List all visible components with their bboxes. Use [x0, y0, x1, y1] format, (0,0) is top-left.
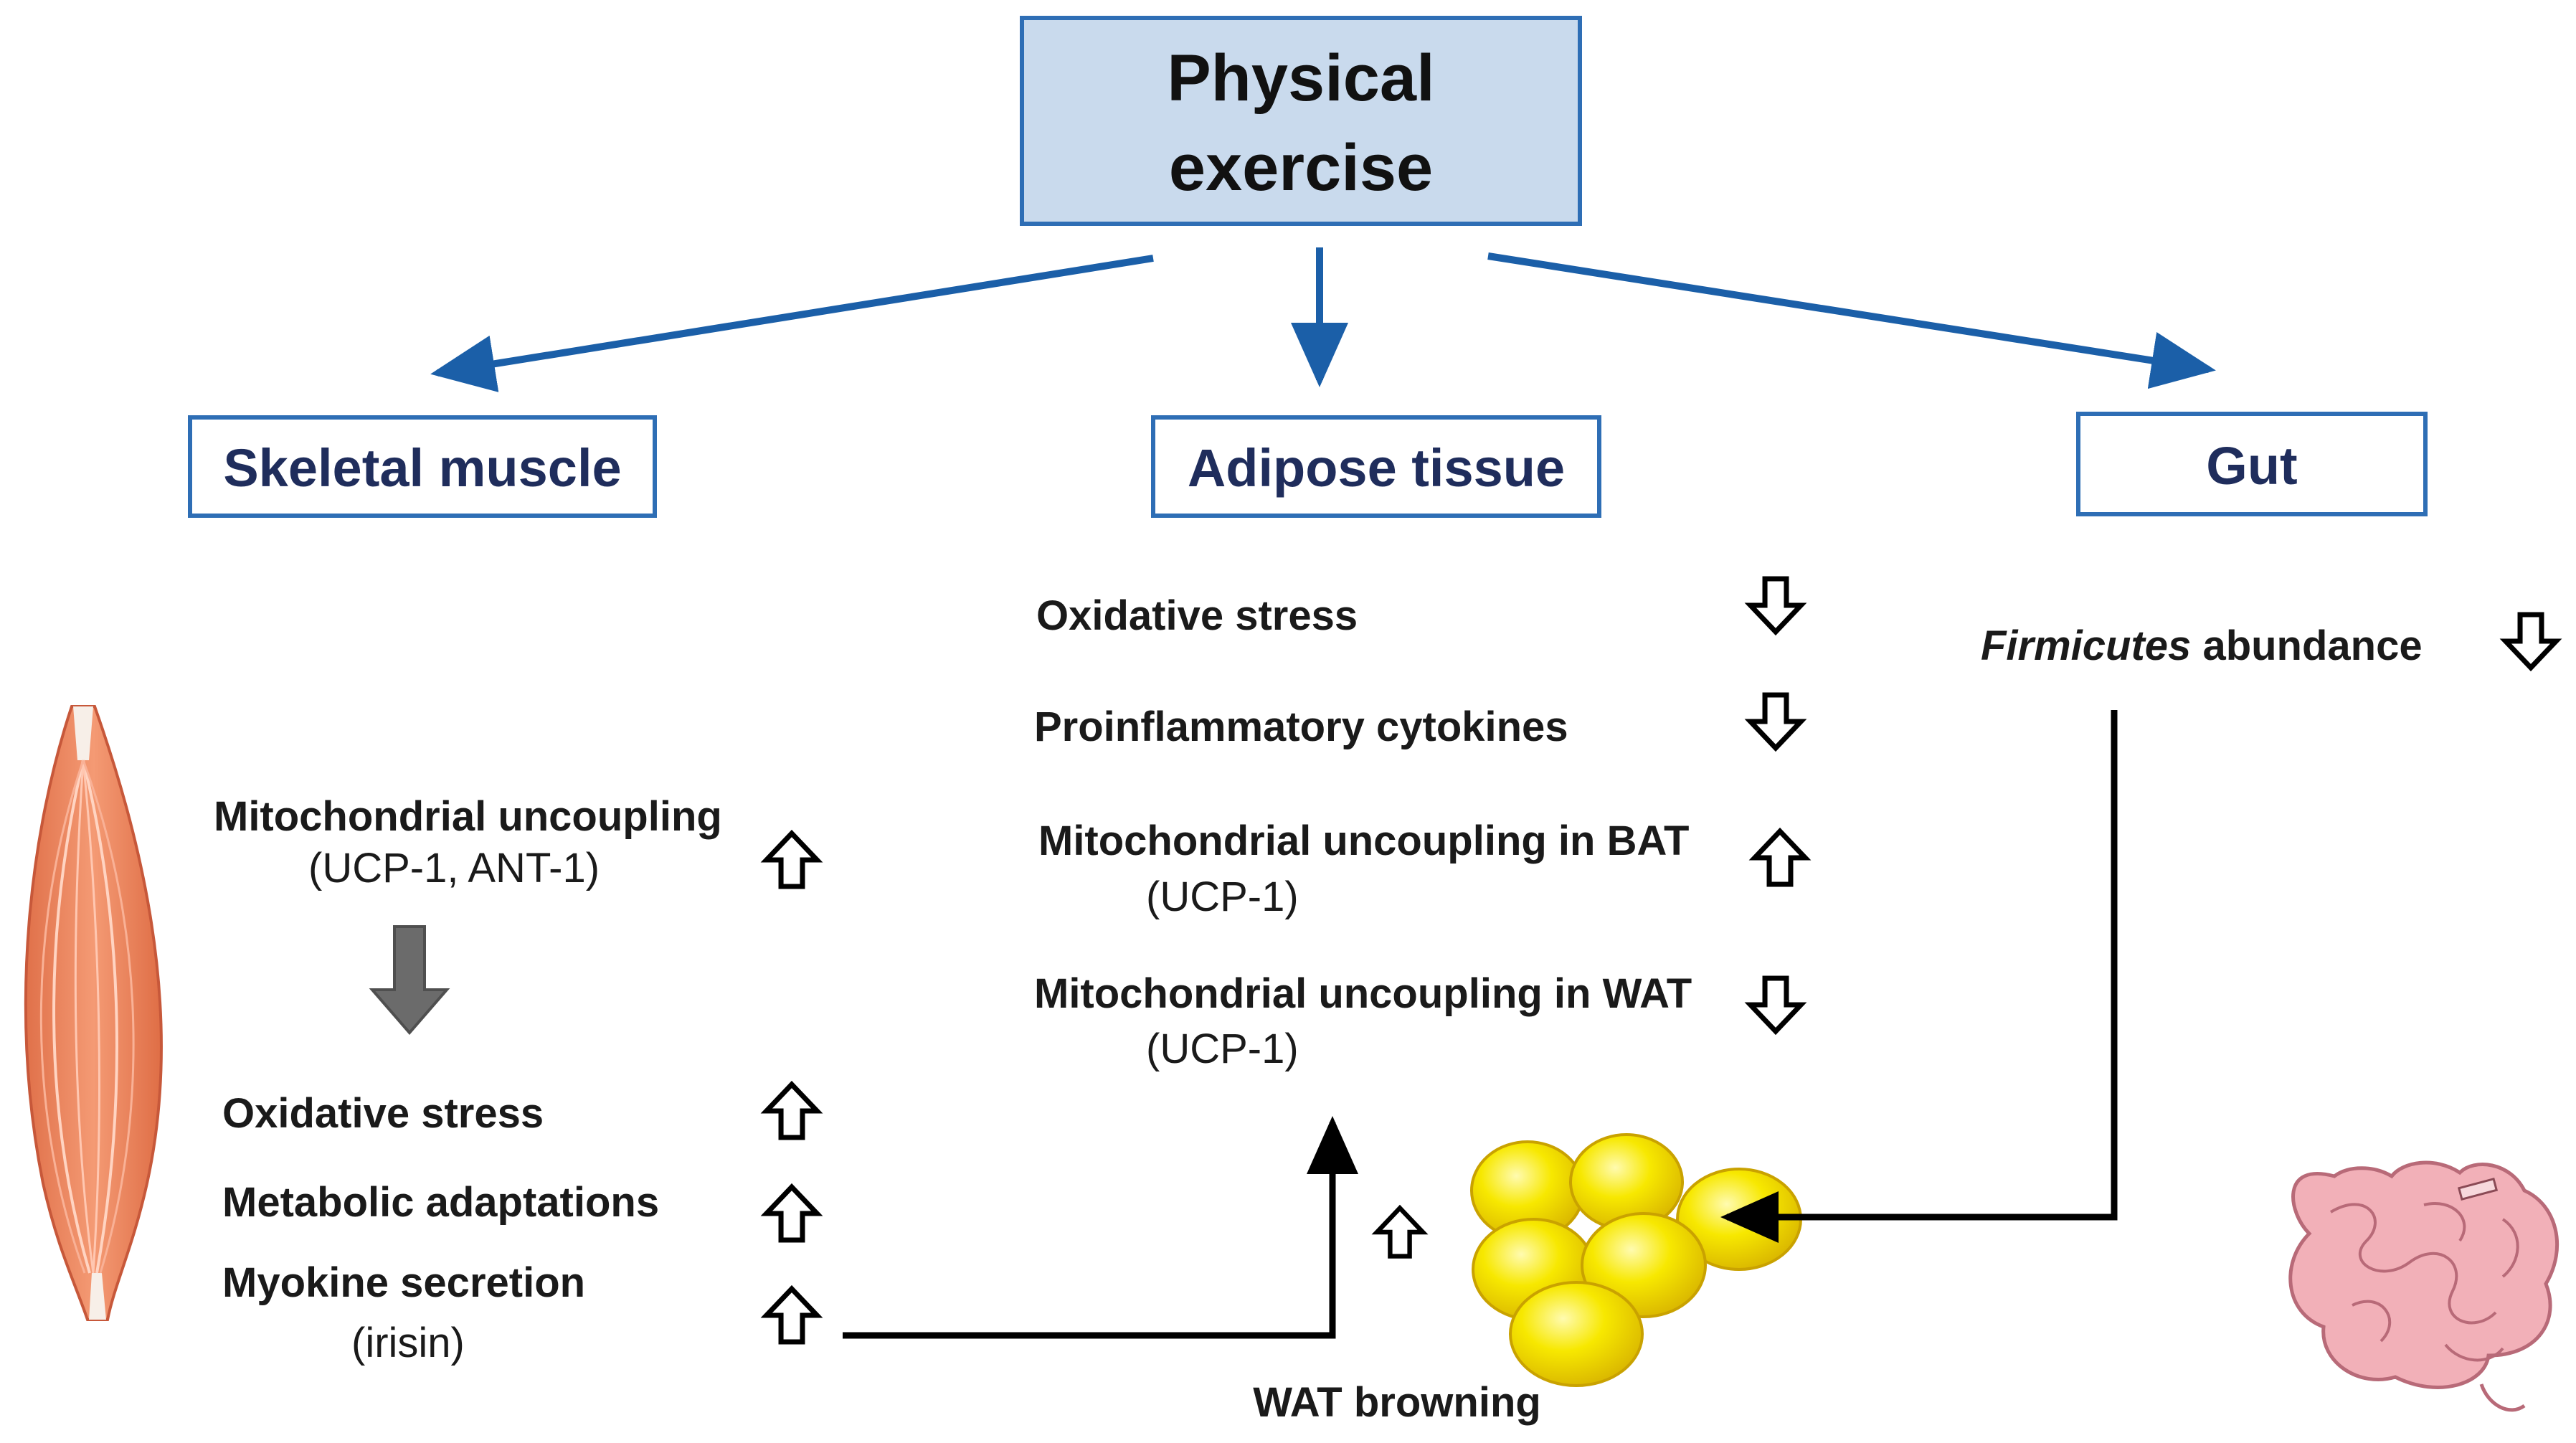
adipose-oxidative-label: Oxidative stress	[1036, 592, 1358, 639]
muscle-uncoupling-label: Mitochondrial uncoupling	[214, 793, 722, 840]
decrease-icon	[1751, 579, 1801, 632]
title-line-1: Physical	[1167, 42, 1434, 115]
muscle-uncoupling-sub: (UCP-1, ANT-1)	[308, 845, 600, 891]
decrease-icon	[2506, 615, 2556, 668]
firmicutes-label: Firmicutes abundance	[1981, 623, 2423, 669]
increase-icon	[1755, 831, 1805, 884]
bat-sub: (UCP-1)	[1146, 874, 1299, 920]
myokine-sub: (irisin)	[351, 1320, 465, 1366]
firmicutes-italic: Firmicutes	[1981, 623, 2191, 669]
leads-to-arrow-icon	[369, 925, 450, 1036]
increase-icon	[767, 833, 817, 886]
title-line-2: exercise	[1169, 131, 1433, 204]
gut-heading: Gut	[2206, 436, 2297, 496]
adipose-tissue-box: Adipose tissue	[1151, 415, 1601, 518]
gut-to-fat-arrow	[1720, 710, 2118, 1243]
fat-cells-illustration	[1470, 1133, 1802, 1387]
increase-icon	[767, 1084, 817, 1137]
firmicutes-rest: abundance	[2191, 623, 2422, 669]
intestine-illustration	[2288, 1160, 2560, 1412]
wat-sub: (UCP-1)	[1146, 1026, 1299, 1072]
irisin-to-adipose-arrow	[843, 1116, 1358, 1339]
arrow-to-muscle	[430, 255, 1154, 392]
arrow-to-gut	[1487, 252, 2216, 389]
increase-icon	[767, 1187, 817, 1240]
proinflammatory-cytokines-label: Proinflammatory cytokines	[1034, 704, 1568, 750]
decrease-icon	[1751, 695, 1801, 748]
skeletal-muscle-heading: Skeletal muscle	[223, 438, 621, 498]
wat-browning-label: WAT browning	[1253, 1379, 1541, 1426]
muscle-oxidative-label: Oxidative stress	[222, 1090, 544, 1137]
increase-icon	[767, 1289, 817, 1342]
myokine-secretion-label: Myokine secretion	[222, 1259, 585, 1306]
bat-uncoupling-label: Mitochondrial uncoupling in BAT	[1038, 818, 1689, 864]
decrease-icon	[1751, 978, 1801, 1031]
adipose-tissue-heading: Adipose tissue	[1188, 438, 1565, 498]
physical-exercise-box: Physical exercise	[1020, 16, 1582, 226]
skeletal-muscle-box: Skeletal muscle	[188, 415, 657, 518]
metabolic-adaptations-label: Metabolic adaptations	[222, 1179, 659, 1226]
wat-uncoupling-label: Mitochondrial uncoupling in WAT	[1034, 970, 1692, 1017]
increase-icon	[1377, 1208, 1423, 1256]
muscle-illustration	[24, 705, 163, 1321]
gut-box: Gut	[2076, 412, 2428, 516]
